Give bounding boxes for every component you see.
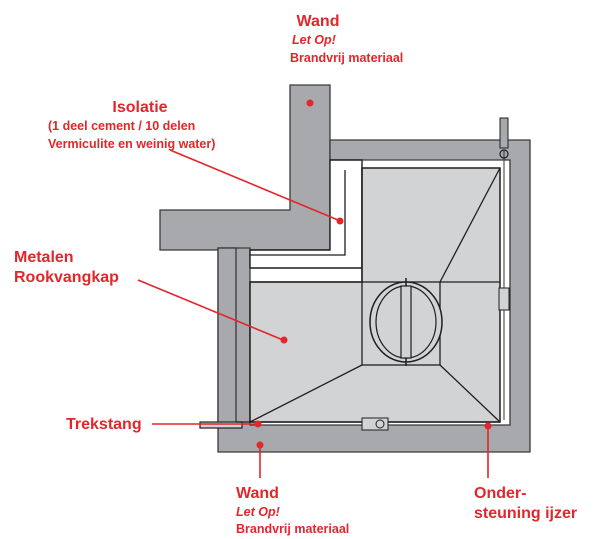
label-trekstang: Trekstang (66, 416, 262, 433)
hood-diag-bottom-left (249, 364, 363, 423)
insulation-fill (249, 159, 363, 269)
isolatie-title: Isolatie (112, 99, 167, 116)
wand-bottom-note: Let Op! (236, 505, 280, 519)
trekstang-marker (254, 420, 262, 428)
label-wand-top: Wand Let Op! Brandvrij materiaal (290, 13, 403, 107)
wand-top-note: Let Op! (292, 33, 336, 47)
pull-rod-knob (375, 419, 385, 429)
wand-bottom-marker (256, 441, 264, 449)
kap-leader (137, 279, 284, 341)
wall-right-frame (217, 139, 531, 453)
hood-body (249, 167, 501, 423)
damper-plate (400, 285, 412, 359)
pull-rod-assembly (199, 417, 500, 431)
ondersteuning-line1: Onder- (474, 485, 526, 502)
wand-top-sub: Brandvrij materiaal (290, 51, 403, 65)
insulation-inner-edge (250, 170, 346, 256)
wand-bottom-sub: Brandvrij materiaal (236, 522, 349, 536)
pull-rod-handle-box (361, 417, 389, 431)
metal-hood (249, 117, 510, 423)
kap-marker (280, 336, 288, 344)
support-rod-clamp (498, 287, 510, 311)
isolatie-marker (336, 217, 344, 225)
wall-top-chimney (159, 84, 331, 251)
wand-bottom-title: Wand (236, 485, 279, 502)
ondersteuning-line2: steuning ijzer (474, 505, 577, 522)
support-rod-hook (499, 149, 509, 159)
wall-left-column (217, 247, 237, 427)
pull-rod (199, 421, 243, 429)
hood-diag-bottom-right (439, 364, 501, 423)
kap-line1: Metalen (14, 249, 74, 266)
hood-diag-top-right (439, 167, 501, 283)
ondersteuning-marker (484, 422, 492, 430)
wand-top-title: Wand (297, 13, 340, 30)
isolatie-line1: (1 deel cement / 10 delen (48, 119, 195, 133)
wand-top-marker (306, 99, 314, 107)
kap-line2: Rookvangkap (14, 269, 119, 286)
label-ondersteuning: Onder- steuning ijzer (474, 422, 577, 522)
label-rookvangkap: Metalen Rookvangkap (14, 249, 288, 344)
label-isolatie: Isolatie (1 deel cement / 10 delen Vermi… (48, 99, 344, 225)
trekstang-text: Trekstang (66, 416, 142, 433)
isolatie-line2: Vermiculite en weinig water) (48, 137, 215, 151)
label-wand-bottom: Wand Let Op! Brandvrij materiaal (236, 441, 349, 536)
isolatie-leader (169, 149, 339, 221)
damper-valve (369, 278, 443, 366)
insulation (249, 159, 363, 269)
support-rod-top-bracket (499, 117, 509, 149)
